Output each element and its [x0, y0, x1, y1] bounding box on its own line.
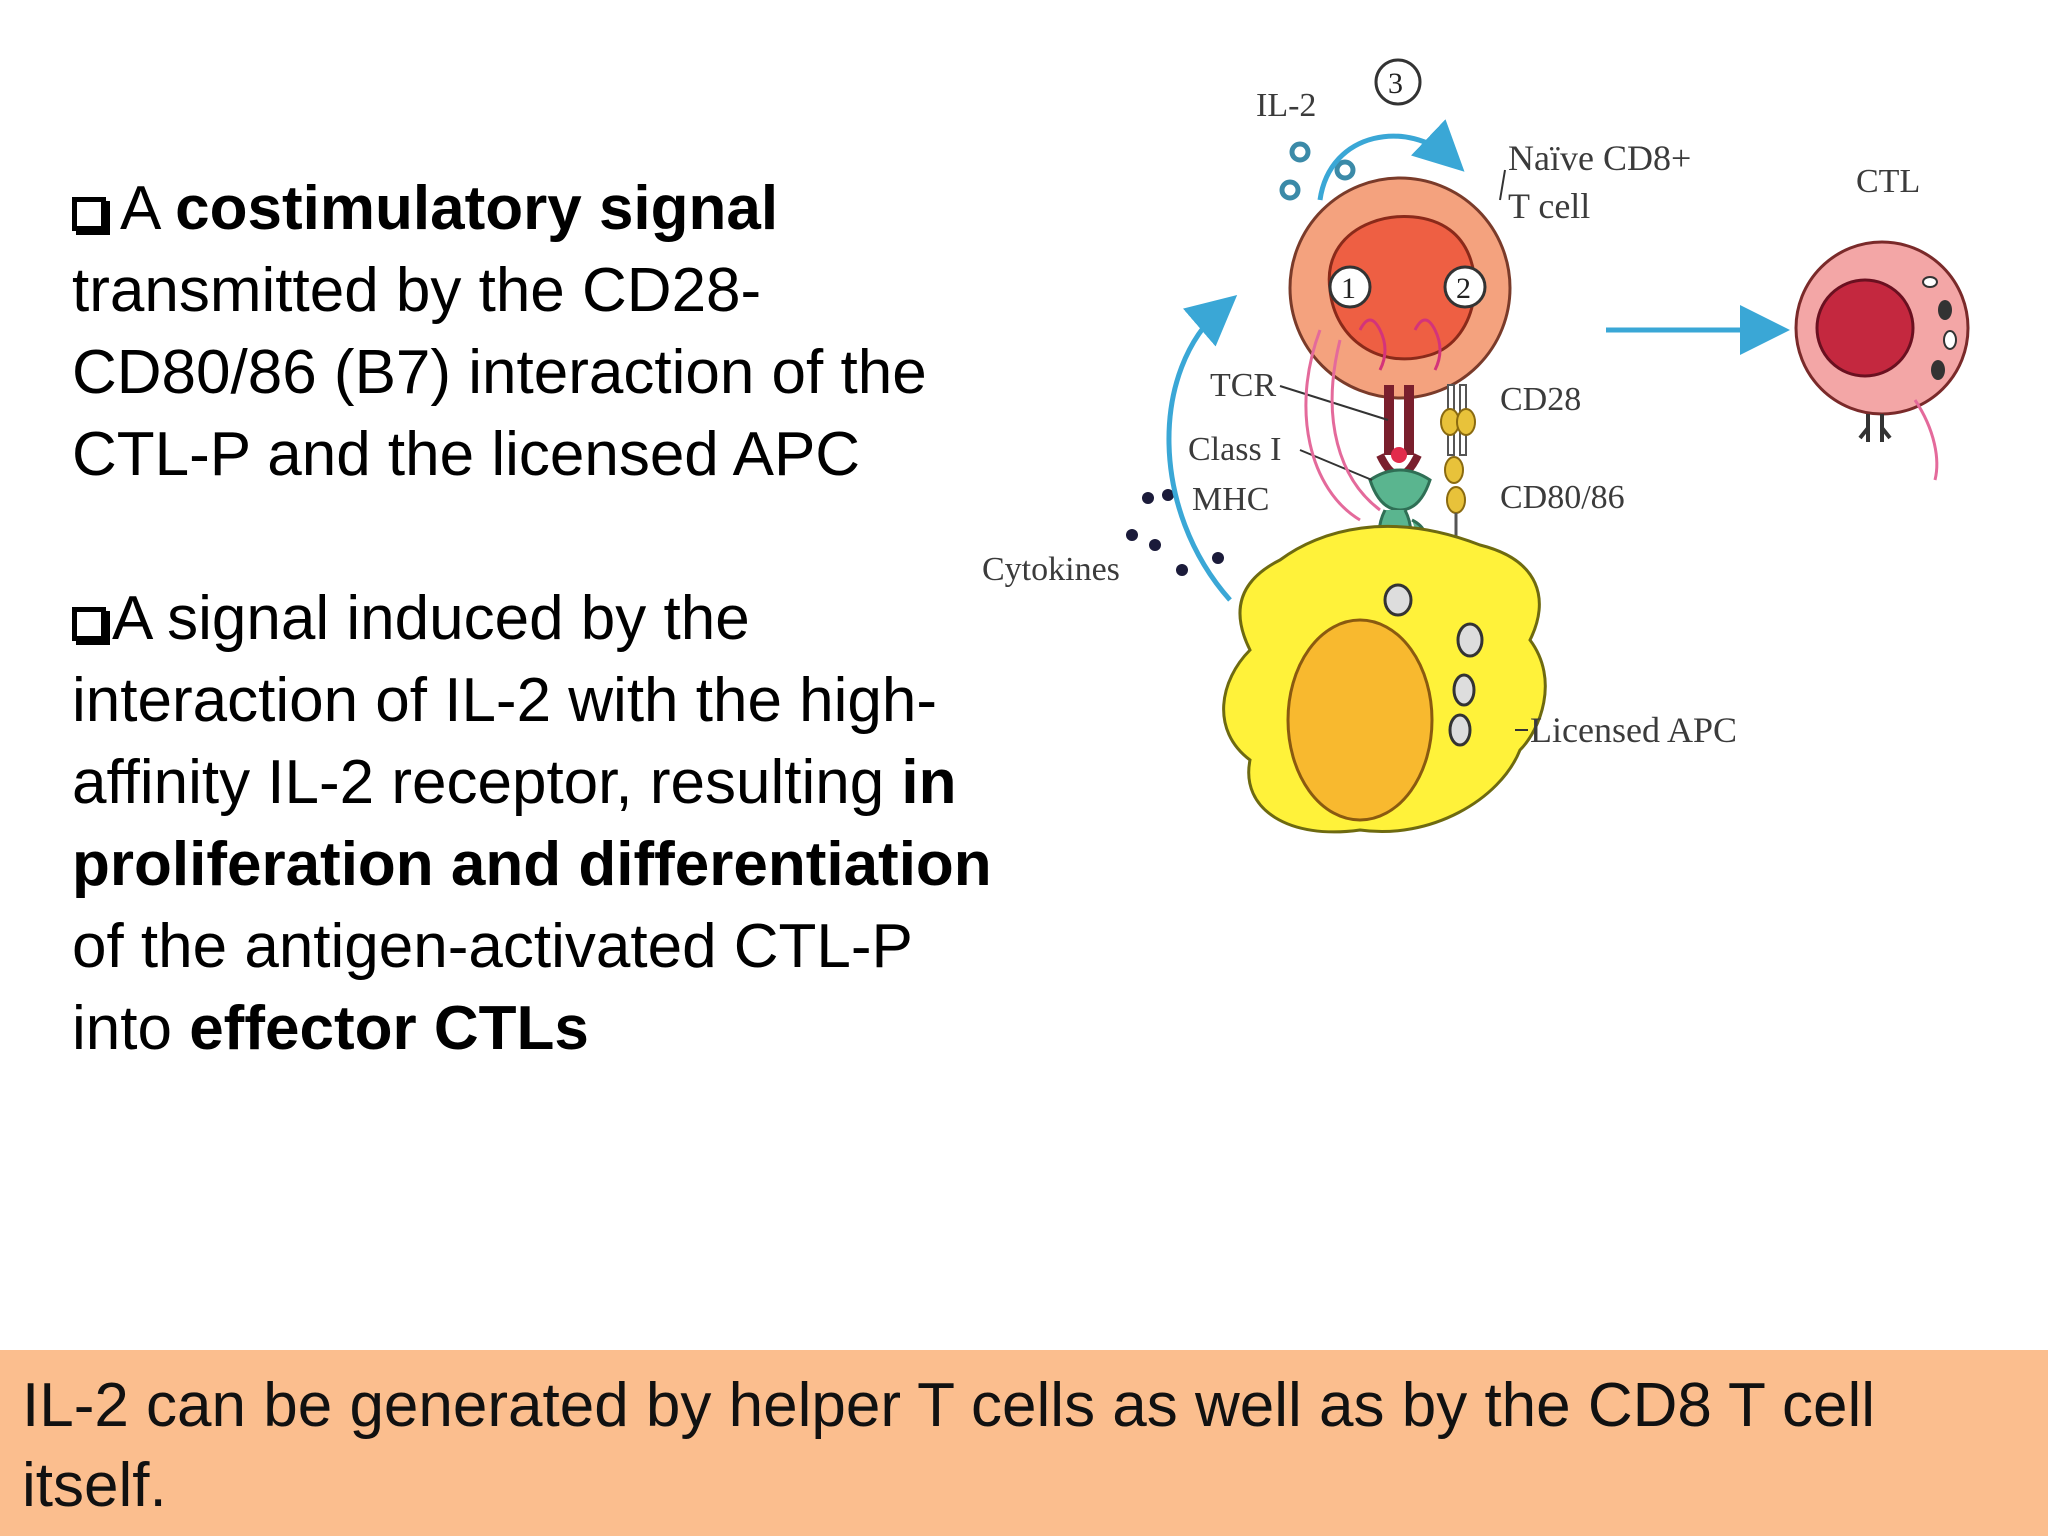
naive-cd8-label: Naïve CD8+ [1508, 138, 1691, 178]
step-2-marker: 2 [1456, 272, 1471, 305]
il2-arrow-icon [1317, 119, 1465, 201]
tcr-label: TCR [1210, 367, 1276, 404]
cd80-86-icon [1444, 456, 1466, 560]
licensed-apc-cell [1222, 525, 1547, 834]
svg-text:3: 3 [1388, 67, 1403, 100]
bullet-1-text-bold: costimulatory signal [175, 174, 779, 243]
licensed-apc-label: Licensed APC [1530, 710, 1737, 750]
naive-cd8-t-cell: 1 2 [1288, 176, 1512, 400]
ctl-label: CTL [1856, 163, 1920, 200]
bullet-2-text-b: of the antigen-activated CTL-P into [72, 912, 912, 1063]
cytokine-arrow-icon [1166, 294, 1238, 602]
cytokines-label: Cytokines [982, 551, 1120, 588]
mhc-label: MHC [1192, 481, 1269, 518]
bullet-1-text-b: transmitted by the CD28-CD80/86 (B7) int… [72, 256, 927, 489]
footer-note-text: IL-2 can be generated by helper T cells … [22, 1371, 1876, 1520]
cd80-86-label: CD80/86 [1500, 479, 1625, 516]
class-i-label: Class I [1188, 431, 1282, 468]
bullet-il2-signal: A signal induced by the interaction of I… [72, 578, 992, 1070]
cd28-receptor-icon [1440, 384, 1476, 456]
bullet-2-text-a: A signal induced by the interaction of I… [72, 584, 938, 817]
ctl-activation-diagram: IL-2 3 1 2 Naïve CD8+ T cell [960, 40, 2000, 880]
checkbox-bullet-icon [72, 607, 106, 641]
bullet-1-text-a: A [120, 174, 176, 243]
bullet-2-text-bold-a: in proliferation and differentiation [72, 748, 992, 899]
cd28-label: CD28 [1500, 381, 1581, 418]
step-3-marker: 3 [1374, 58, 1422, 106]
step-1-marker: 1 [1341, 272, 1356, 305]
footer-note-bar: IL-2 can be generated by helper T cells … [0, 1350, 2048, 1536]
bullet-costimulatory: A costimulatory signal transmitted by th… [72, 168, 992, 496]
t-cell-label: T cell [1508, 186, 1590, 226]
slide-body-text: A costimulatory signal transmitted by th… [72, 168, 992, 1152]
ctl-effector-cell [1794, 240, 1970, 481]
il2-molecules-icon [1279, 141, 1356, 201]
checkbox-bullet-icon [72, 197, 106, 231]
cytokine-molecules-icon [1126, 489, 1224, 576]
il2-label: IL-2 [1256, 87, 1316, 124]
bullet-2-text-bold-b: effector CTLs [189, 994, 589, 1063]
